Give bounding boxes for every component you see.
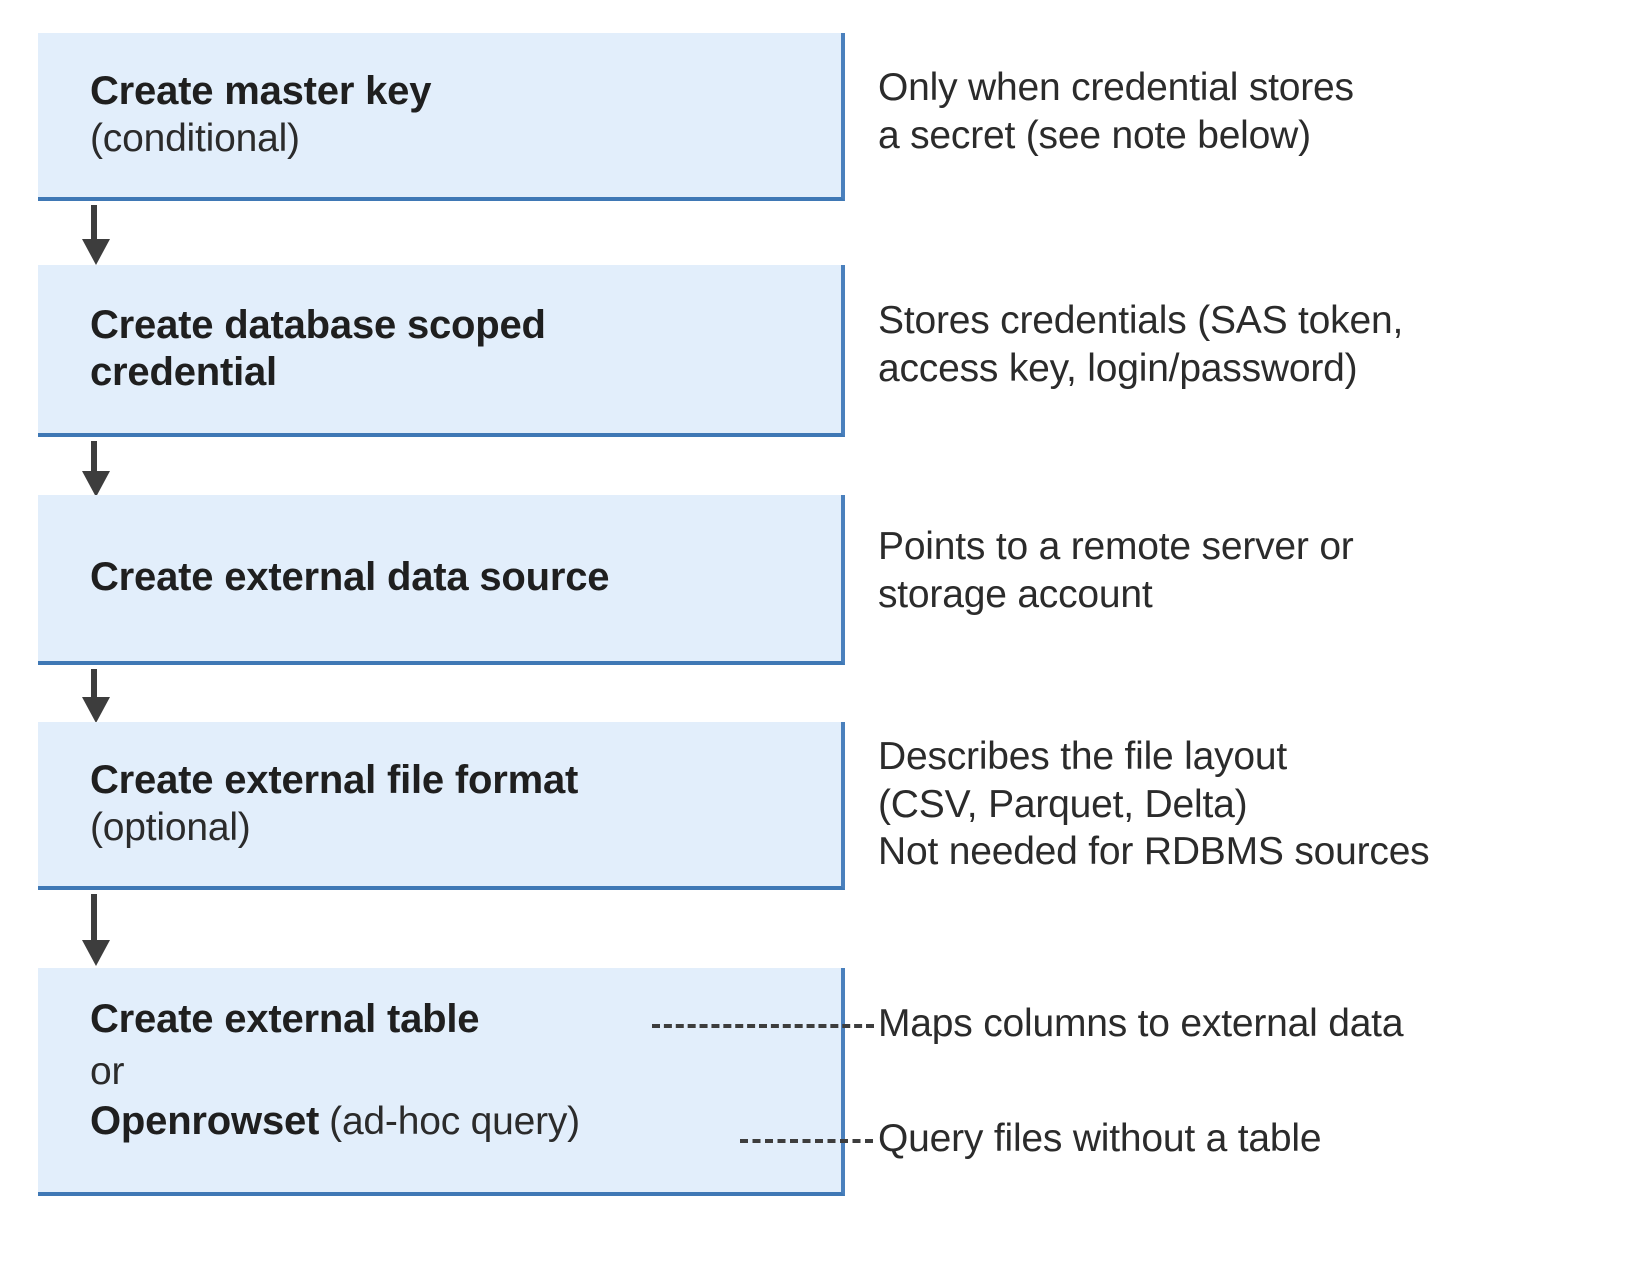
- note-line: storage account: [878, 572, 1153, 616]
- step-option-separator: or: [90, 1050, 125, 1094]
- step-title: Create master key: [90, 69, 432, 114]
- step-option-openrowset-label: Openrowset: [90, 1099, 320, 1144]
- step-option-openrowset-qualifier: (ad-hoc query): [329, 1100, 580, 1144]
- step-subtitle: (optional): [90, 805, 251, 849]
- arrow-step3-to-step4: [82, 669, 110, 723]
- step-subtitle: (conditional): [90, 116, 300, 160]
- note-create-external-table: Maps columns to external data: [878, 1000, 1618, 1048]
- note-line: Not needed for RDBMS sources: [878, 830, 1430, 874]
- dashed-connector-openrowset: [740, 1139, 873, 1143]
- note-create-master-key: Only when credential stores a secret (se…: [878, 64, 1618, 159]
- note-line: Only when credential stores: [878, 66, 1354, 109]
- step-box-create-external-data-source[interactable]: Create external data source: [38, 495, 845, 665]
- step-box-create-external-file-format[interactable]: Create external file format (optional): [38, 722, 845, 890]
- note-line: Maps columns to external data: [878, 1002, 1404, 1045]
- step-option-create-external-table[interactable]: Create external table: [90, 997, 480, 1041]
- note-create-external-file-format: Describes the file layout (CSV, Parquet,…: [878, 733, 1618, 876]
- step-title: Create external file format: [90, 758, 579, 803]
- note-line: Points to a remote server or: [878, 525, 1354, 568]
- note-line: access key, login/password): [878, 346, 1358, 390]
- note-create-external-data-source: Points to a remote server or storage acc…: [878, 523, 1618, 618]
- step-box-create-master-key[interactable]: Create master key (conditional): [38, 33, 845, 201]
- step-box-create-external-table-or-openrowset[interactable]: Create external table or Openrowset (ad-…: [38, 968, 845, 1196]
- step-option-openrowset[interactable]: Openrowset (ad-hoc query): [90, 1099, 841, 1144]
- note-create-database-scoped-credential: Stores credentials (SAS token, access ke…: [878, 297, 1618, 392]
- step-title: Create external data source: [90, 555, 610, 600]
- arrow-step1-to-step2: [82, 205, 110, 265]
- arrow-step4-to-step5: [82, 894, 110, 966]
- note-line: a secret (see note below): [878, 113, 1311, 157]
- note-line: (CSV, Parquet, Delta): [878, 782, 1248, 826]
- dashed-connector-external-table: [652, 1024, 874, 1028]
- arrow-step2-to-step3: [82, 441, 110, 497]
- step-title-line-1: Create database scoped: [90, 302, 546, 347]
- step-box-create-database-scoped-credential[interactable]: Create database scoped credential: [38, 265, 845, 437]
- note-line: Describes the file layout: [878, 735, 1288, 778]
- note-openrowset: Query files without a table: [878, 1115, 1618, 1163]
- note-line: Query files without a table: [878, 1117, 1322, 1160]
- note-line: Stores credentials (SAS token,: [878, 299, 1404, 342]
- step-title-line-2: credential: [90, 350, 277, 394]
